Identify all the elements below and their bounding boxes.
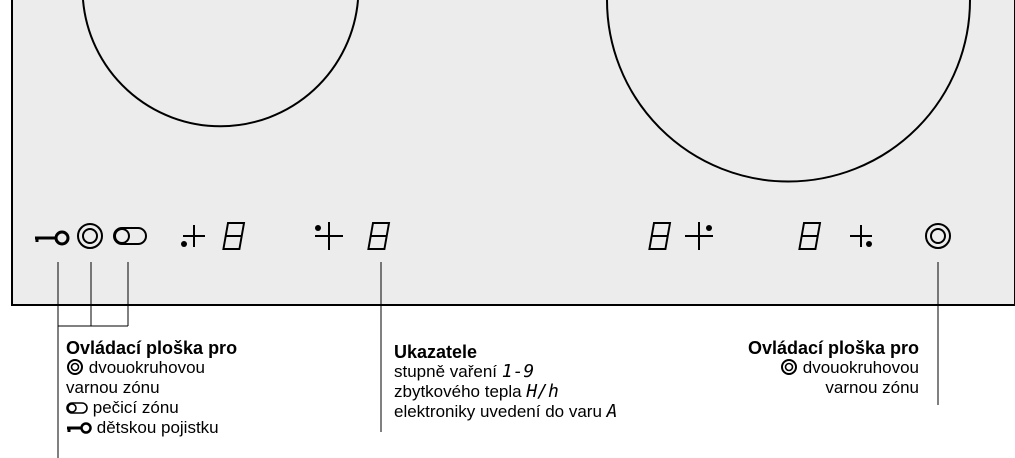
- plus-dot-icon[interactable]: [315, 222, 343, 250]
- right-caption: Ovládací ploška pro dvouokruhovou varnou…: [748, 338, 919, 398]
- center-caption-line3: elektroniky uvedení do varu A: [394, 401, 618, 422]
- center-caption: Ukazatele stupně vaření 1-9 zbytkového t…: [394, 342, 617, 422]
- seven-segment-display-icon: [798, 222, 822, 250]
- left-caption-line1: dvouokruhovou: [66, 358, 237, 378]
- residual-heat-symbol: H/h: [526, 381, 559, 402]
- plus-dot-icon[interactable]: [181, 225, 205, 247]
- right-cooking-zone: [606, 0, 971, 183]
- plus-dot-icon[interactable]: [850, 225, 872, 247]
- cooktop-panel: [11, 0, 1015, 306]
- center-caption-title: Ukazatele: [394, 342, 478, 362]
- right-caption-line1: dvouokruhovou: [748, 358, 919, 378]
- left-caption-line4: dětskou pojistku: [66, 418, 237, 438]
- key-lock-icon: [67, 422, 92, 434]
- dual-circuit-zone-icon: [67, 359, 83, 375]
- left-caption-title: Ovládací ploška pro: [66, 338, 238, 358]
- center-caption-line1: stupně vaření 1-9: [394, 361, 535, 382]
- plus-dot-icon[interactable]: [685, 222, 713, 250]
- dual-circuit-zone-icon[interactable]: [77, 223, 103, 249]
- left-cooking-zone: [82, 0, 359, 128]
- right-caption-line2: varnou zónu: [825, 378, 919, 397]
- boost-symbol: A: [606, 401, 618, 422]
- dual-circuit-zone-icon[interactable]: [925, 223, 951, 249]
- left-caption-line3: pečicí zónu: [66, 398, 237, 418]
- leader-lines: [57, 262, 939, 458]
- right-caption-title: Ovládací ploška pro: [747, 338, 919, 358]
- cooking-level-symbol: 1-9: [501, 361, 535, 382]
- seven-segment-display-icon: [648, 222, 672, 250]
- left-caption-line2: varnou zónu: [66, 378, 160, 397]
- left-caption: Ovládací ploška pro dvouokruhovou varnou…: [66, 338, 237, 438]
- seven-segment-display-icon: [222, 222, 246, 250]
- roasting-zone-icon: [66, 402, 88, 414]
- key-lock-icon[interactable]: [35, 230, 70, 246]
- center-caption-line2: zbytkového tepla H/h: [394, 381, 559, 402]
- roasting-zone-icon[interactable]: [113, 227, 147, 245]
- dual-circuit-zone-icon: [781, 359, 797, 375]
- seven-segment-display-icon: [367, 222, 391, 250]
